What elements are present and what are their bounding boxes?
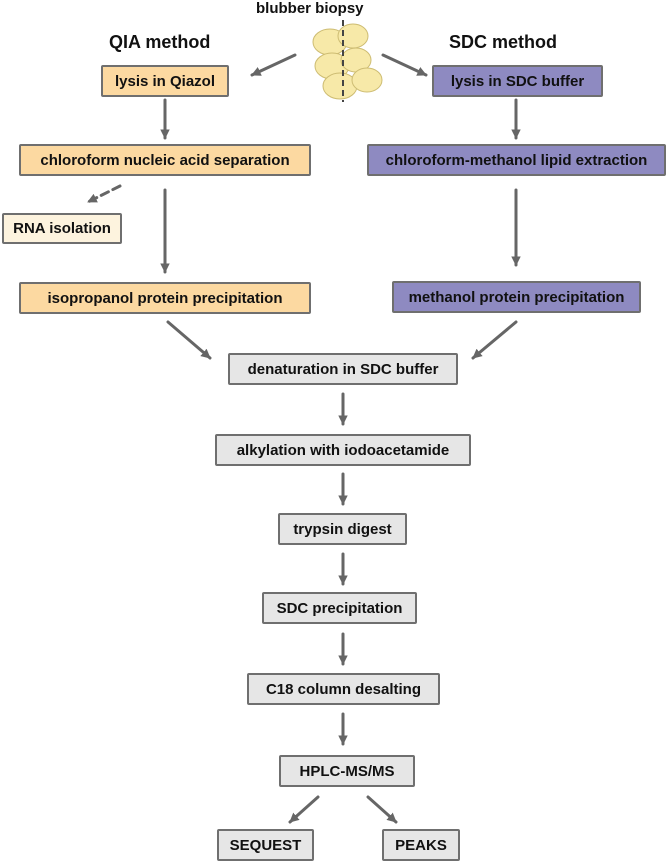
qia-precipitation-box: isopropanol protein precipitation (19, 282, 311, 314)
arrow-biopsy-to-qia (250, 53, 297, 77)
arrow-isopropanol-to-denaturation (166, 320, 212, 360)
rna-isolation-box: RNA isolation (2, 213, 122, 244)
qia-lysis-box: lysis in Qiazol (101, 65, 229, 97)
sdc-precipitation-common-box: SDC precipitation (262, 592, 417, 624)
arrow-biopsy-to-sdc (381, 53, 428, 77)
alkylation-box: alkylation with iodoacetamide (215, 434, 471, 466)
fat-cell (322, 72, 358, 100)
peaks-box: PEAKS (382, 829, 460, 861)
hplc-ms-box: HPLC-MS/MS (279, 755, 415, 787)
sdc-extraction-box: chloroform-methanol lipid extraction (367, 144, 666, 176)
biopsy-label: blubber biopsy (256, 0, 364, 17)
c18-desalting-box: C18 column desalting (247, 673, 440, 705)
denaturation-box: denaturation in SDC buffer (228, 353, 458, 385)
sdc-method-heading: SDC method (449, 32, 557, 52)
sdc-precipitation-box: methanol protein precipitation (392, 281, 641, 313)
sequest-box: SEQUEST (217, 829, 314, 861)
trypsin-digest-box: trypsin digest (278, 513, 407, 545)
arrow-separation-to-rna (86, 184, 122, 204)
arrow-hplc-to-sequest (288, 795, 320, 824)
blubber-cells-illustration (312, 20, 383, 102)
qia-method-heading: QIA method (109, 32, 211, 52)
fat-cell (351, 67, 383, 93)
sdc-lysis-box: lysis in SDC buffer (432, 65, 603, 97)
arrow-methanol-to-denaturation (471, 320, 518, 360)
arrow-hplc-to-peaks (366, 795, 398, 824)
qia-separation-box: chloroform nucleic acid separation (19, 144, 311, 176)
